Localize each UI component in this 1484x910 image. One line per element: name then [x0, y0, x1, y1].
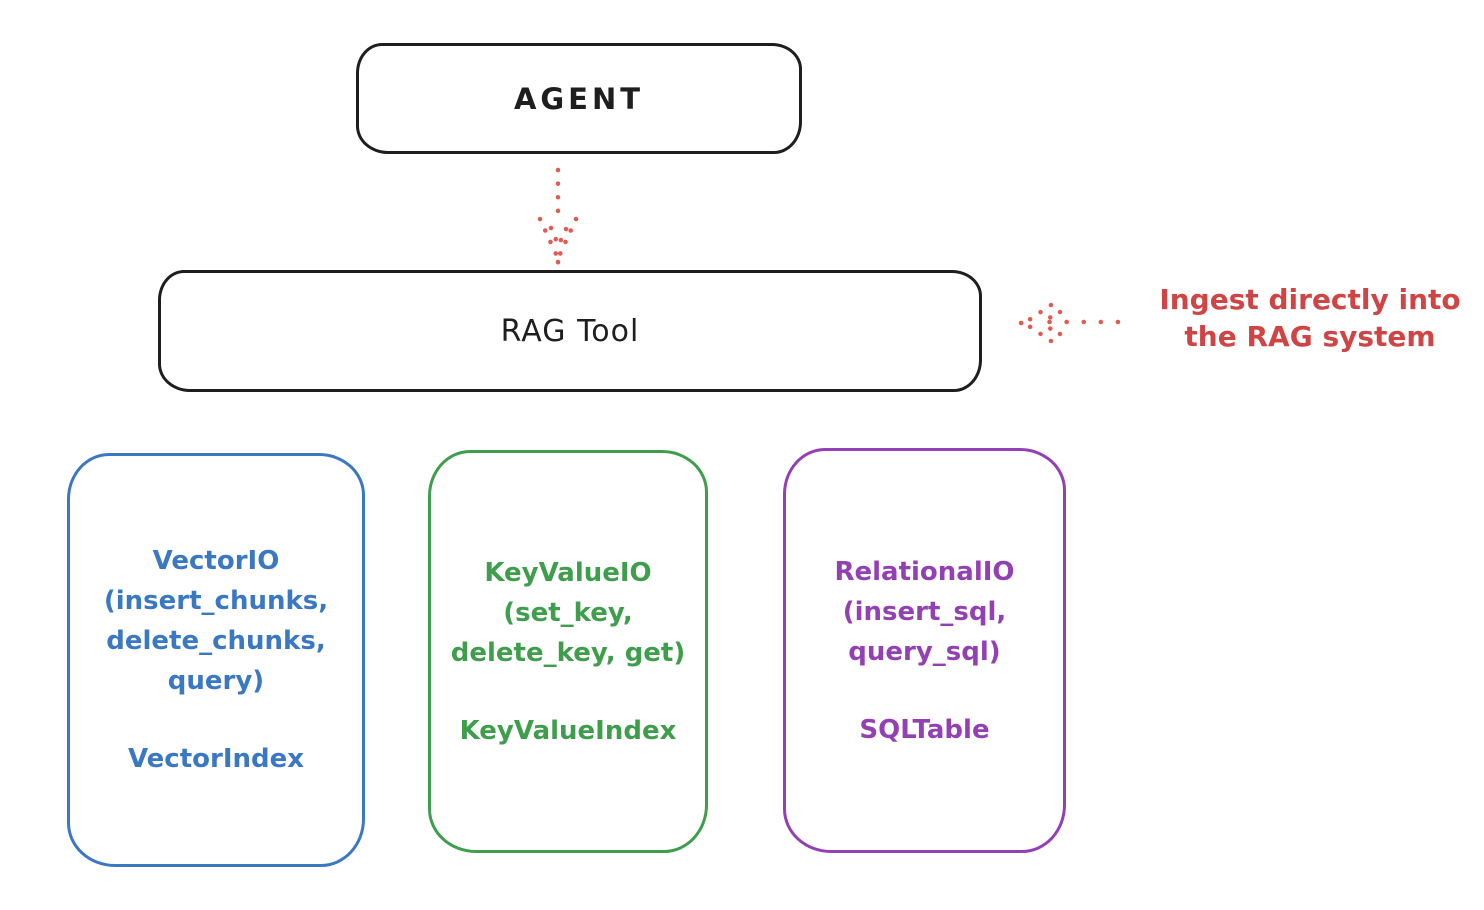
- ingest-annotation-arrow: [1018, 302, 1121, 344]
- key-value-io-line: delete_key, get): [450, 637, 686, 668]
- vector-index-label: VectorIndex: [127, 744, 305, 774]
- vector-io-line: delete_chunks,: [106, 626, 326, 656]
- sql-table-label: SQLTable: [859, 714, 990, 745]
- key-value-io-line: KeyValueIO: [484, 557, 652, 588]
- agent-to-rag-arrow: [537, 167, 579, 265]
- key-value-io-node: KeyValueIO (set_key, delete_key, get) Ke…: [428, 450, 708, 853]
- key-value-io-title: KeyValueIO (set_key, delete_key, get): [451, 553, 686, 673]
- relational-io-line: query_sql): [848, 636, 1001, 667]
- ingest-annotation-line: Ingest directly into: [1159, 283, 1461, 316]
- relational-io-line: (insert_sql,: [842, 596, 1007, 627]
- ingest-annotation: Ingest directly into the RAG system: [1136, 281, 1484, 355]
- relational-io-line: RelationalIO: [834, 556, 1015, 587]
- key-value-io-line: (set_key,: [503, 597, 633, 628]
- rag-tool-node: RAG Tool: [158, 270, 982, 392]
- relational-io-node: RelationalIO (insert_sql, query_sql) SQL…: [783, 448, 1066, 853]
- agent-label: AGENT: [513, 81, 645, 116]
- vector-io-line: query): [167, 666, 265, 696]
- vector-io-title: VectorIO (insert_chunks, delete_chunks, …: [104, 541, 328, 701]
- vector-io-line: (insert_chunks,: [103, 586, 329, 616]
- rag-tool-label: RAG Tool: [500, 313, 640, 349]
- vector-io-line: VectorIO: [152, 546, 280, 576]
- agent-node: AGENT: [356, 43, 802, 154]
- vector-io-node: VectorIO (insert_chunks, delete_chunks, …: [67, 453, 365, 867]
- key-value-index-label: KeyValueIndex: [459, 715, 677, 746]
- relational-io-title: RelationalIO (insert_sql, query_sql): [834, 552, 1014, 672]
- ingest-annotation-line: the RAG system: [1184, 320, 1436, 353]
